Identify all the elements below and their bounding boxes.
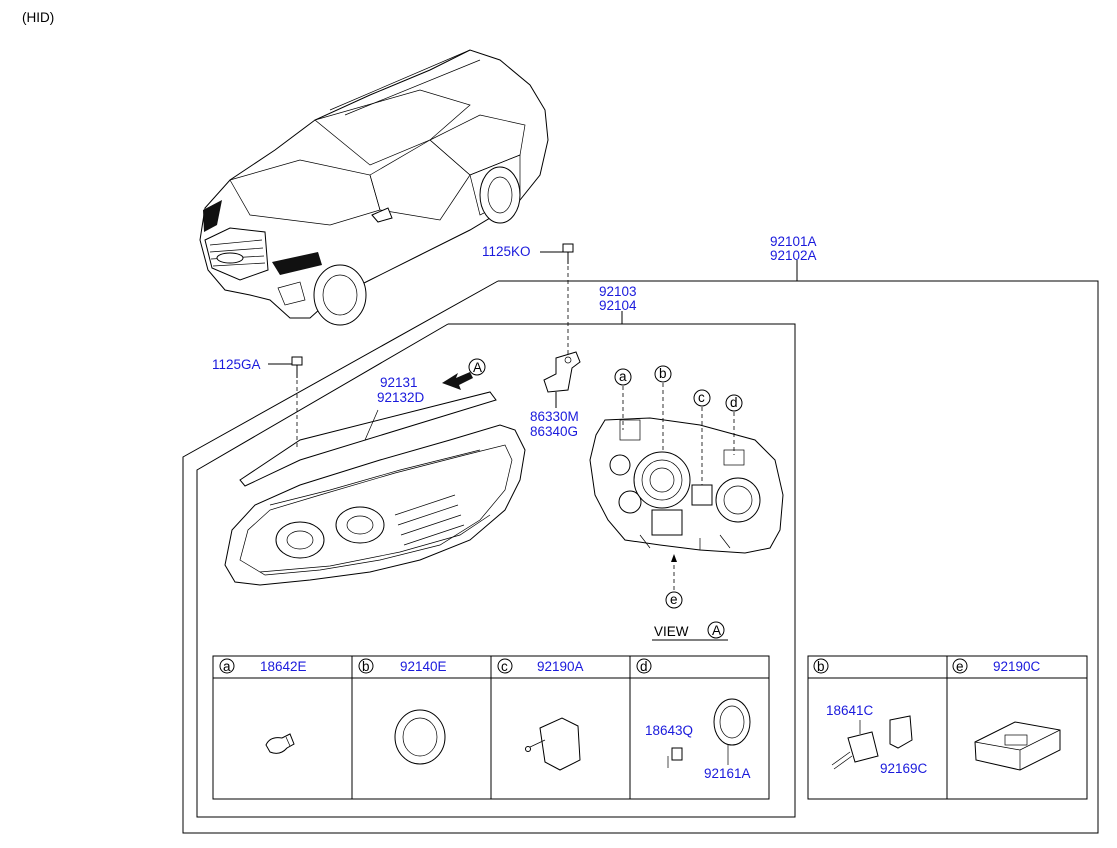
parts-table-side <box>807 655 1088 800</box>
ballast-icon <box>974 721 1061 771</box>
svg-text:c: c <box>501 659 508 674</box>
view-arrow-letter: A <box>473 360 482 375</box>
table-part-92190a: 92190A <box>537 659 584 674</box>
table-part-92140e: 92140E <box>400 659 447 674</box>
svg-text:b: b <box>362 659 370 674</box>
vehicle-illustration <box>199 49 549 326</box>
callout-92102a[interactable]: 92102A <box>770 248 817 263</box>
svg-text:e: e <box>670 592 678 607</box>
svg-text:a: a <box>223 659 231 674</box>
svg-text:VIEW: VIEW <box>654 624 689 639</box>
callout-92103[interactable]: 92103 <box>599 284 637 299</box>
view-marker-c: c <box>693 389 711 485</box>
side-cell-e[interactable]: e 92190C <box>952 658 1061 771</box>
view-caption: VIEW A <box>652 621 728 641</box>
table-part-18641c: 18641C <box>826 703 874 718</box>
callout-1125ko[interactable]: 1125KO <box>482 244 531 259</box>
callout-92104[interactable]: 92104 <box>599 298 637 313</box>
bulb-h7-icon <box>667 747 683 768</box>
callout-92132d[interactable]: 92132D <box>377 390 425 405</box>
table-cell-d[interactable]: d 18643Q 92161A <box>636 658 751 781</box>
svg-text:b: b <box>817 659 825 674</box>
headlamp-assembly <box>224 424 526 586</box>
callout-1125ga[interactable]: 1125GA <box>212 357 261 372</box>
view-marker-e: e <box>665 554 683 609</box>
table-cell-b[interactable]: b 92140E <box>358 658 447 765</box>
actuator-icon <box>525 717 581 771</box>
table-part-92190c: 92190C <box>993 659 1041 674</box>
bulb-icon <box>265 733 295 754</box>
callout-92101a[interactable]: 92101A <box>770 234 817 249</box>
svg-text:A: A <box>712 623 721 638</box>
view-arrow: A <box>442 358 486 390</box>
svg-text:a: a <box>619 369 627 384</box>
svg-text:e: e <box>956 659 964 674</box>
screw-1125ko-icon <box>540 243 574 355</box>
hid-bulb-icon <box>831 720 879 770</box>
svg-text:d: d <box>640 659 648 674</box>
view-marker-a: a <box>614 368 632 430</box>
callout-86330m[interactable]: 86330M <box>530 409 579 424</box>
trim-strip <box>239 391 497 487</box>
callout-92131[interactable]: 92131 <box>380 375 418 390</box>
svg-text:b: b <box>659 366 667 381</box>
table-cell-a[interactable]: a 18642E <box>219 658 307 754</box>
svg-text:d: d <box>730 395 738 410</box>
lamp-rear-view <box>589 417 784 554</box>
screw-1125ga-icon <box>268 356 303 450</box>
parts-table-main <box>212 655 770 800</box>
header-note: (HID) <box>22 10 55 25</box>
side-cell-b[interactable]: b 18641C 92169C <box>813 658 928 776</box>
inner-frame <box>196 323 796 818</box>
view-marker-b: b <box>654 365 672 450</box>
table-cell-c[interactable]: c 92190A <box>497 658 584 771</box>
svg-text:c: c <box>698 390 705 405</box>
cap-icon <box>394 709 446 765</box>
bracket-86330m-icon <box>543 351 581 408</box>
table-part-18643q: 18643Q <box>645 723 693 738</box>
ring-icon <box>713 698 751 765</box>
table-part-92161a: 92161A <box>704 766 751 781</box>
clip-icon <box>889 715 913 749</box>
callout-86340g[interactable]: 86340G <box>530 424 578 439</box>
table-part-92169c: 92169C <box>880 761 928 776</box>
table-part-18642e: 18642E <box>260 659 307 674</box>
view-marker-d: d <box>725 394 743 455</box>
outer-frame <box>182 280 1099 834</box>
